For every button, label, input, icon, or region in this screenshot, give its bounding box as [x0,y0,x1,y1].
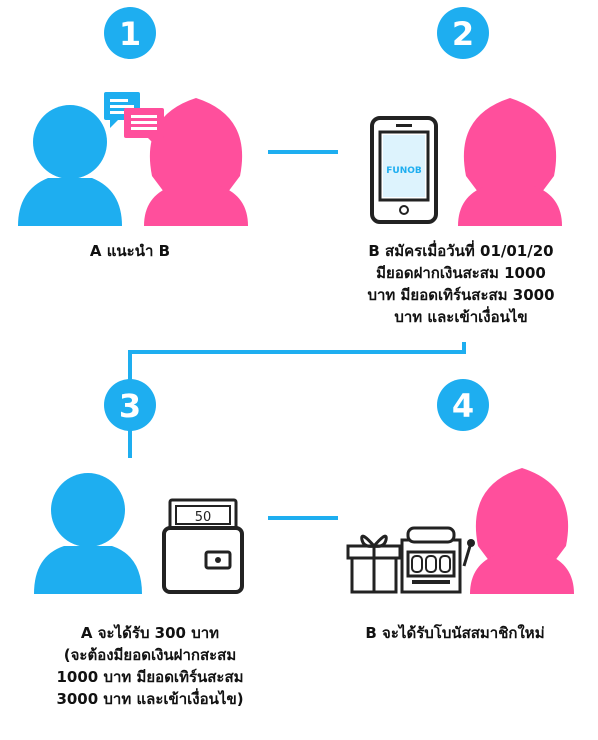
caption-step-2-line-3: บาท มียอดเทิร์นสะสม 3000 [367,286,555,304]
step-badge-3: 3 [104,379,156,431]
connector-2-3 [128,342,466,458]
chat-bubbles-icon [104,92,164,146]
phone-screen-text: FUNOB [386,166,422,176]
caption-step-3-line-1: A จะได้รับ 300 บาท [80,624,220,642]
gift-box-icon [346,534,402,594]
bill-value: 50 [195,510,212,525]
wallet-icon: 50 [162,498,244,594]
caption-step-1-line-1: A แนะนำ B [89,242,171,260]
caption-step-3-line-2: (จะต้องมียอดเงินฝากสะสม [63,646,237,664]
caption-step-3-line-3: 1000 บาท มียอดเทิร์นสะสม [56,668,244,686]
female-user-icon-3 [470,468,574,594]
step-number-3: 3 [119,387,141,425]
caption-step-1: A แนะนำ B [40,240,220,262]
slot-machine-icon [400,526,475,594]
step-number-4: 4 [452,387,474,425]
caption-step-2-line-1: B สมัครเมื่อวันที่ 01/01/20 [368,242,554,260]
caption-step-3-line-4: 3000 บาท และเข้าเงื่อนไข) [56,690,244,708]
caption-step-4: B จะได้รับโบนัสสมาชิกใหม่ [320,622,590,644]
caption-step-2-line-4: บาท และเข้าเงื่อนไข [394,308,528,326]
step-badge-4: 4 [437,379,489,431]
step-badge-1: 1 [104,7,156,59]
step-number-2: 2 [452,15,474,53]
caption-step-2: B สมัครเมื่อวันที่ 01/01/20 มียอดฝากเงิน… [330,240,592,328]
caption-step-3: A จะได้รับ 300 บาท (จะต้องมียอดเงินฝากสะ… [0,622,300,710]
female-user-icon-2 [458,98,562,226]
step-number-1: 1 [119,15,141,53]
step-badge-2: 2 [437,7,489,59]
male-user-icon [18,105,122,226]
caption-step-4-line-1: B จะได้รับโบนัสสมาชิกใหม่ [365,624,545,642]
female-user-icon [144,98,248,226]
caption-step-2-line-2: มียอดฝากเงินสะสม 1000 [376,264,546,282]
male-user-icon-2 [34,473,142,594]
smartphone-icon: FUNOB [370,116,438,224]
